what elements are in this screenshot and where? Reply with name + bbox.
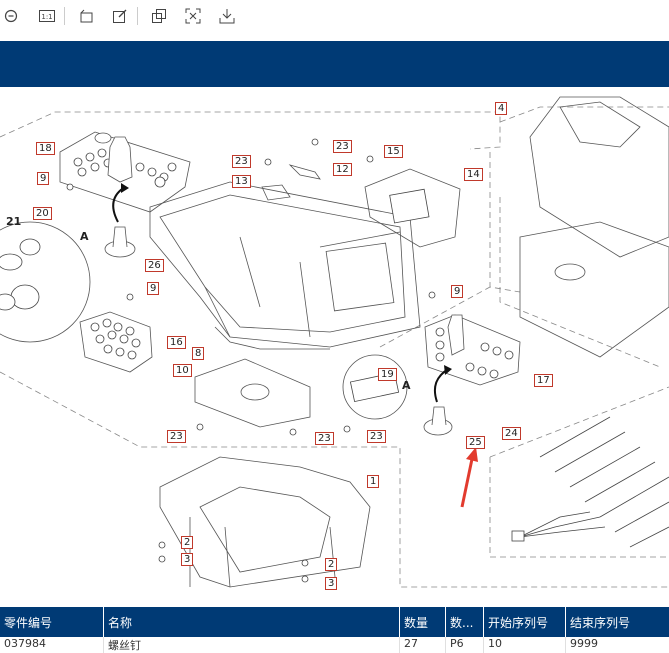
column-header-end-serial[interactable]: 结束序列号 (570, 615, 631, 630)
cell-quantity: 27 (400, 637, 446, 653)
cell-name: 螺丝钉 (104, 637, 400, 653)
header-banner (0, 41, 669, 87)
callout-2[interactable]: 2 (181, 536, 194, 549)
parts-table: 零件编号 名称 数量 数... 开始序列号 结束序列号 037984 螺丝钉 2… (0, 607, 669, 653)
callout-18[interactable]: 18 (36, 142, 55, 155)
callout-12[interactable]: 12 (333, 163, 352, 176)
callout-26[interactable]: 26 (145, 259, 164, 272)
exploded-view-drawing (0, 96, 669, 588)
callout-9[interactable]: 9 (147, 282, 160, 295)
copy-icon[interactable] (148, 5, 170, 27)
callout-24[interactable]: 24 (502, 427, 521, 440)
callout-14[interactable]: 14 (464, 168, 483, 181)
callout-17[interactable]: 17 (534, 374, 553, 387)
column-header-name[interactable]: 名称 (104, 607, 400, 637)
parts-diagram[interactable]: 18 9 21 20 26 16 23 13 23 12 15 14 4 9 1… (0, 87, 669, 607)
column-header-part-number[interactable]: 零件编号 (0, 607, 104, 637)
callout-21[interactable]: 21 (6, 215, 22, 228)
download-icon[interactable] (216, 5, 238, 27)
column-header-start-serial[interactable]: 开始序列号 (484, 607, 566, 637)
callout-9[interactable]: 9 (451, 285, 464, 298)
callout-20[interactable]: 20 (33, 207, 52, 220)
section-label-a: A (402, 379, 411, 392)
callout-4[interactable]: 4 (495, 102, 508, 115)
callout-10[interactable]: 10 (173, 364, 192, 377)
callout-23[interactable]: 23 (167, 430, 186, 443)
callout-23[interactable]: 23 (333, 140, 352, 153)
cell-unit: P6 (446, 637, 484, 653)
actual-size-icon[interactable]: 1:1 (36, 5, 58, 27)
callout-13[interactable]: 13 (232, 175, 251, 188)
callout-8[interactable]: 8 (192, 347, 205, 360)
table-row[interactable]: 037984 螺丝钉 27 P6 10 9999 (0, 637, 669, 653)
callout-2[interactable]: 2 (325, 558, 338, 571)
callout-9[interactable]: 9 (37, 172, 50, 185)
table-header: 零件编号 名称 数量 数... 开始序列号 结束序列号 (0, 607, 669, 637)
callout-3[interactable]: 3 (181, 553, 194, 566)
callout-16[interactable]: 16 (167, 336, 186, 349)
callout-19[interactable]: 19 (378, 368, 397, 381)
fit-screen-icon[interactable] (182, 5, 204, 27)
toolbar: 1:1 (0, 0, 669, 32)
callout-23[interactable]: 23 (367, 430, 386, 443)
toolbar-divider (137, 7, 138, 25)
toolbar-divider (64, 7, 65, 25)
edit-icon[interactable] (109, 5, 131, 27)
cell-part-number: 037984 (0, 637, 104, 653)
svg-text:1:1: 1:1 (41, 13, 52, 21)
callout-25[interactable]: 25 (466, 436, 485, 449)
callout-15[interactable]: 15 (384, 145, 403, 158)
callout-23[interactable]: 23 (232, 155, 251, 168)
column-header-quantity[interactable]: 数量 (400, 607, 446, 637)
cell-start-serial: 10 (484, 637, 566, 653)
cell-end-serial: 9999 (570, 637, 598, 650)
callout-23[interactable]: 23 (315, 432, 334, 445)
zoom-out-icon[interactable] (0, 5, 22, 27)
callout-1[interactable]: 1 (367, 475, 380, 488)
callout-3[interactable]: 3 (325, 577, 338, 590)
section-label-a: A (80, 230, 89, 243)
column-header-unit[interactable]: 数... (446, 607, 484, 637)
rotate-icon[interactable] (75, 5, 97, 27)
